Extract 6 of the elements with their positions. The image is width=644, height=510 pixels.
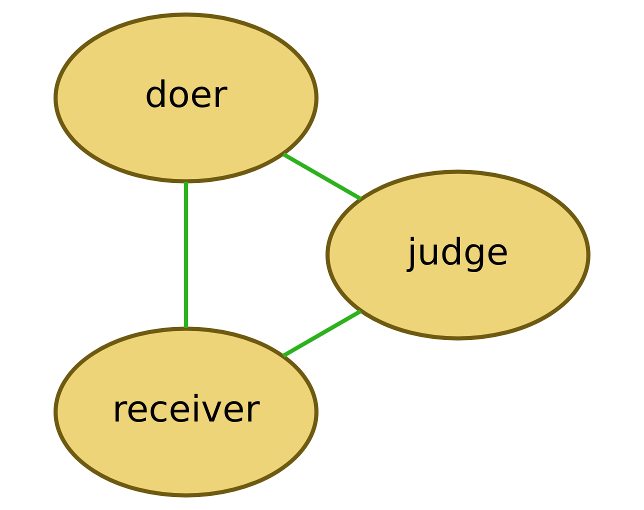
connector (184, 182, 188, 328)
node-ellipse: judge (326, 170, 590, 340)
node-ellipse: doer (54, 12, 318, 184)
connector (282, 152, 362, 201)
connector (282, 309, 362, 358)
node-ellipse: receiver (54, 326, 318, 498)
